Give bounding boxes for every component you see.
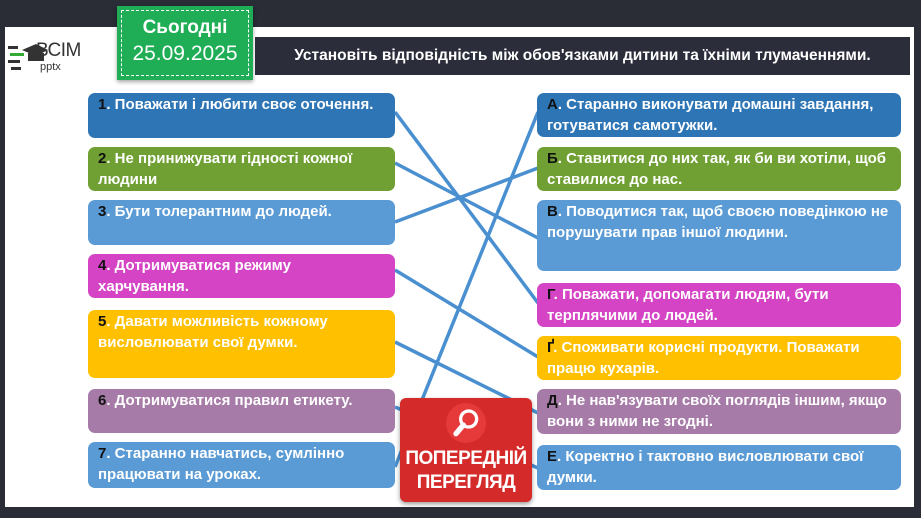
match-line-4 [394,268,539,359]
logo-subtext: pptx [40,61,61,73]
left-item[interactable]: 4. Дотримуватися режиму харчування. [88,254,395,298]
right-item-text: . Коректно і тактовно висловлювати свої … [547,448,864,486]
date-badge: Сьогодні 25.09.2025 [117,6,253,80]
logo-text: ВСІМ [36,40,81,61]
left-item-text: . Старанно навчатись, сумлінно працювати… [98,445,345,483]
match-line-3 [394,166,539,224]
match-line-2 [394,161,539,240]
right-item-text: . Ставитися до них так, як би ви хотіли,… [547,150,887,188]
left-item-text: . Не принижувати гідності кожної людини [98,150,353,188]
task-title: Установіть відповідність між обов'язками… [255,37,910,75]
right-item-text: . Не нав'язувати своїх поглядів іншим, я… [547,392,887,430]
left-item[interactable]: 2. Не принижувати гідності кожної людини [88,147,395,191]
logo-graduation-cap-icon [8,44,48,70]
right-item[interactable]: В. Поводитися так, щоб своєю поведінкою … [537,200,901,271]
match-line-1 [393,110,540,305]
preview-badge[interactable]: ПОПЕРЕДНІЙ ПЕРЕГЛЯД [400,398,532,502]
right-item-text: . Старанно виконувати домашні завдання, … [547,96,874,134]
left-item-text: . Давати можливість кожному висловлювати… [98,313,328,351]
preview-line1: ПОПЕРЕДНІЙ [405,448,527,469]
left-item-key: 7 [98,445,107,462]
right-item-key: Д [547,392,558,409]
left-item[interactable]: 6. Дотримуватися правил етикету. [88,389,395,433]
left-item-key: 6 [98,392,107,409]
preview-line2: ПЕРЕГЛЯД [416,472,516,493]
left-item-key: 5 [98,313,107,330]
right-item[interactable]: Ґ. Споживати корисні продукти. Поважати … [537,336,901,380]
right-item-text: . Поводитися так, щоб своєю поведінкою н… [547,203,889,241]
right-item[interactable]: Е. Коректно і тактовно висловлювати свої… [537,445,901,490]
left-item-text: . Бути толерантним до людей. [106,203,332,220]
date-label: Сьогодні [142,17,228,38]
left-item-key: 4 [98,257,107,274]
date-value: 25.09.2025 [132,42,238,65]
right-item-key: А [547,96,558,113]
right-item-key: Б [547,150,558,167]
left-item-key: 3 [98,203,107,220]
right-item-key: В [547,203,558,220]
right-item[interactable]: А. Старанно виконувати домашні завдання,… [537,93,901,137]
right-item[interactable]: Б. Ставитися до них так, як би ви хотіли… [537,147,901,191]
left-item[interactable]: 7. Старанно навчатись, сумлінно працюват… [88,442,395,488]
right-item-text: . Споживати корисні продукти. Поважати п… [547,339,860,377]
right-item-key: Ґ [547,339,554,356]
left-item-key: 1 [98,96,107,113]
right-item[interactable]: Д. Не нав'язувати своїх поглядів іншим, … [537,389,901,434]
right-item-key: Г [547,286,554,303]
right-item-key: Е [547,448,558,465]
left-item[interactable]: 1. Поважати і любити своє оточення. [88,93,395,138]
left-item-text: . Дотримуватися режиму харчування. [98,257,291,295]
left-item-key: 2 [98,150,107,167]
left-item[interactable]: 3. Бути толерантним до людей. [88,200,395,245]
right-item[interactable]: Г. Поважати, допомагати людям, бути терп… [537,283,901,327]
right-item-text: . Поважати, допомагати людям, бути терпл… [547,286,829,324]
magnifier-icon [446,403,486,443]
left-item[interactable]: 5. Давати можливість кожному висловлюват… [88,310,395,378]
left-item-text: . Поважати і любити своє оточення. [106,96,374,113]
left-item-text: . Дотримуватися правил етикету. [106,392,353,409]
